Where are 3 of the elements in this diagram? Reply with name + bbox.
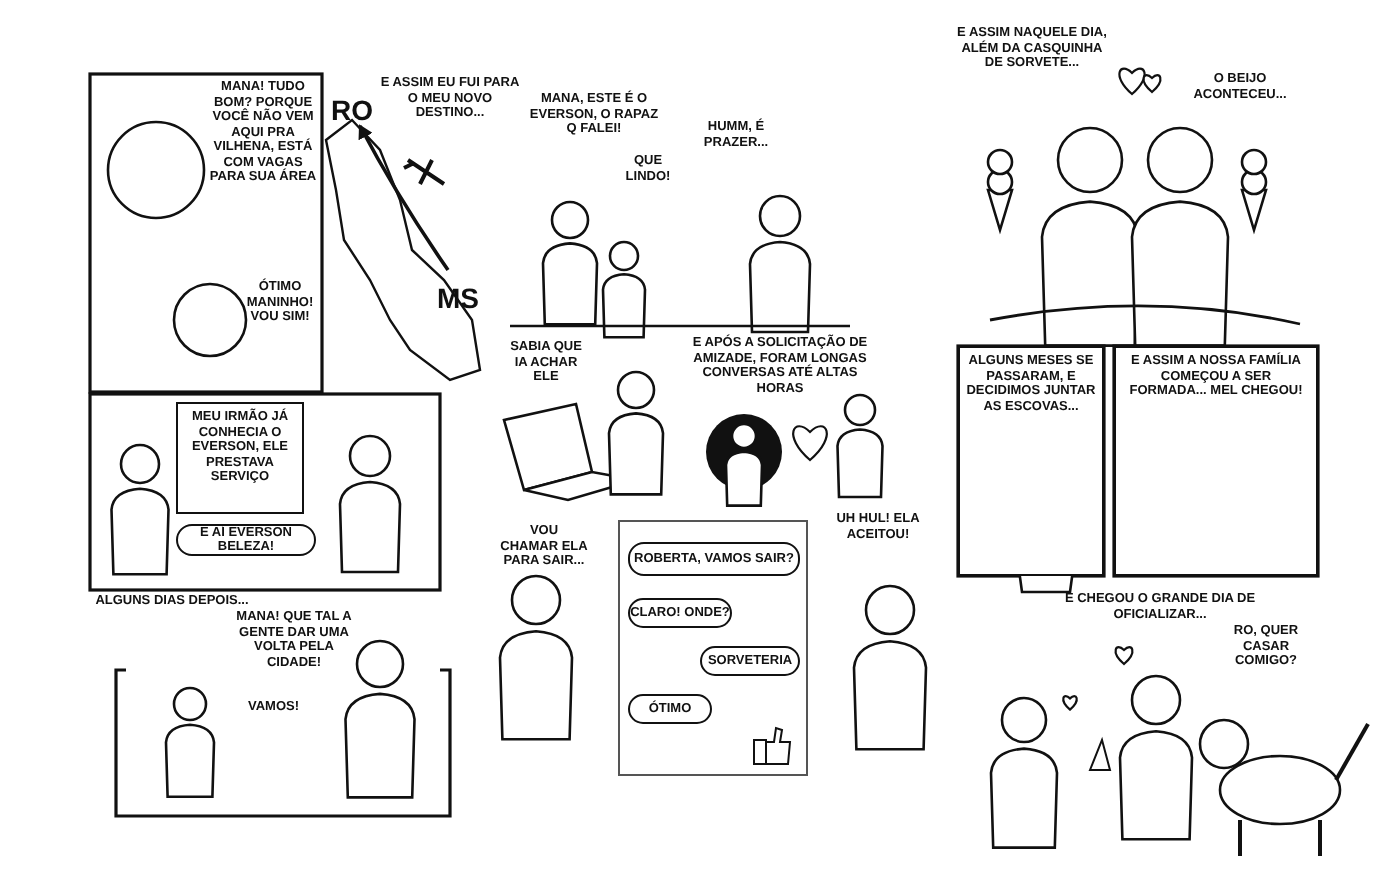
arrow bbox=[358, 124, 450, 272]
phone-screen bbox=[618, 520, 808, 776]
state-code: RO bbox=[328, 92, 376, 126]
